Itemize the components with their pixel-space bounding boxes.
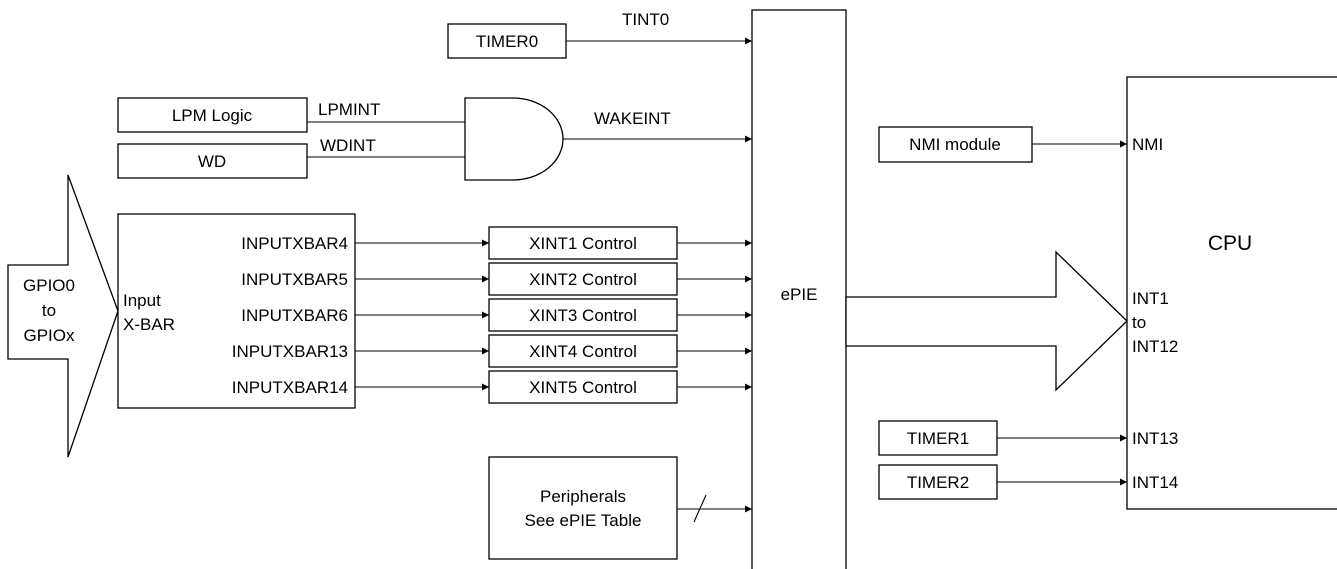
timer2-box [878, 464, 998, 500]
wdint-label: WDINT [320, 136, 376, 155]
inputxbar-output-label: INPUTXBAR13 [232, 342, 348, 361]
inputxbar-output-label: INPUTXBAR6 [241, 306, 348, 325]
peripherals-label-line2: See ePIE Table [525, 511, 642, 530]
wakeint-label: WAKEINT [594, 109, 671, 128]
peripherals-box [488, 456, 678, 560]
inputxbar-output-label: INPUTXBAR14 [232, 378, 348, 397]
epie-label: ePIE [781, 285, 818, 304]
input-xbar-label-line1: Input [123, 291, 161, 310]
tint0-label: TINT0 [622, 10, 669, 29]
gpio-line3: GPIOx [23, 326, 75, 345]
cpu-nmi-label: NMI [1132, 135, 1163, 154]
xint-control-label: XINT1 Control [529, 234, 637, 253]
nmi-module-label: NMI module [909, 135, 1001, 154]
epie-block [751, 9, 847, 569]
xint-control-box [488, 226, 678, 260]
wd-label: WD [198, 152, 226, 171]
gpio-line2: to [42, 301, 56, 320]
input-xbar-label-line2: X-BAR [123, 315, 175, 334]
timer1-box [878, 420, 998, 456]
xint-control-label: XINT2 Control [529, 270, 637, 289]
cpu-int-range-line3: INT12 [1132, 337, 1178, 356]
cpu-int-range-line2: to [1132, 313, 1146, 332]
xint-control-label: XINT4 Control [529, 342, 637, 361]
input-xbar-box [117, 213, 356, 409]
cpu-int-range-line1: INT1 [1132, 289, 1169, 308]
xint-control-label: XINT5 Control [529, 378, 637, 397]
timer2-label: TIMER2 [907, 473, 969, 492]
wd-box [117, 143, 308, 179]
timer0-label: TIMER0 [476, 32, 538, 51]
cpu-int13-label: INT13 [1132, 429, 1178, 448]
lpm-logic-box [117, 97, 308, 133]
bus-slash [693, 494, 707, 523]
inputxbar-output-label: INPUTXBAR4 [241, 234, 348, 253]
xint-control-box [488, 334, 678, 368]
timer1-label: TIMER1 [907, 429, 969, 448]
gpio-line1: GPIO0 [23, 276, 75, 295]
and-gate [464, 97, 564, 181]
int-bus-arrow [845, 250, 1128, 392]
peripherals-label-line1: Peripherals [540, 487, 626, 506]
cpu-label: CPU [1208, 232, 1252, 255]
lpmint-label: LPMINT [318, 100, 380, 119]
timer0-box [447, 23, 567, 59]
inputxbar-output-label: INPUTXBAR5 [241, 270, 348, 289]
cpu-int14-label: INT14 [1132, 473, 1178, 492]
lpm-logic-label: LPM Logic [172, 106, 253, 125]
cpu-block [1126, 76, 1337, 510]
xint-control-box [488, 262, 678, 296]
xint-control-label: XINT3 Control [529, 306, 637, 325]
xint-control-box [488, 370, 678, 404]
gpio-input-arrow [7, 174, 119, 458]
